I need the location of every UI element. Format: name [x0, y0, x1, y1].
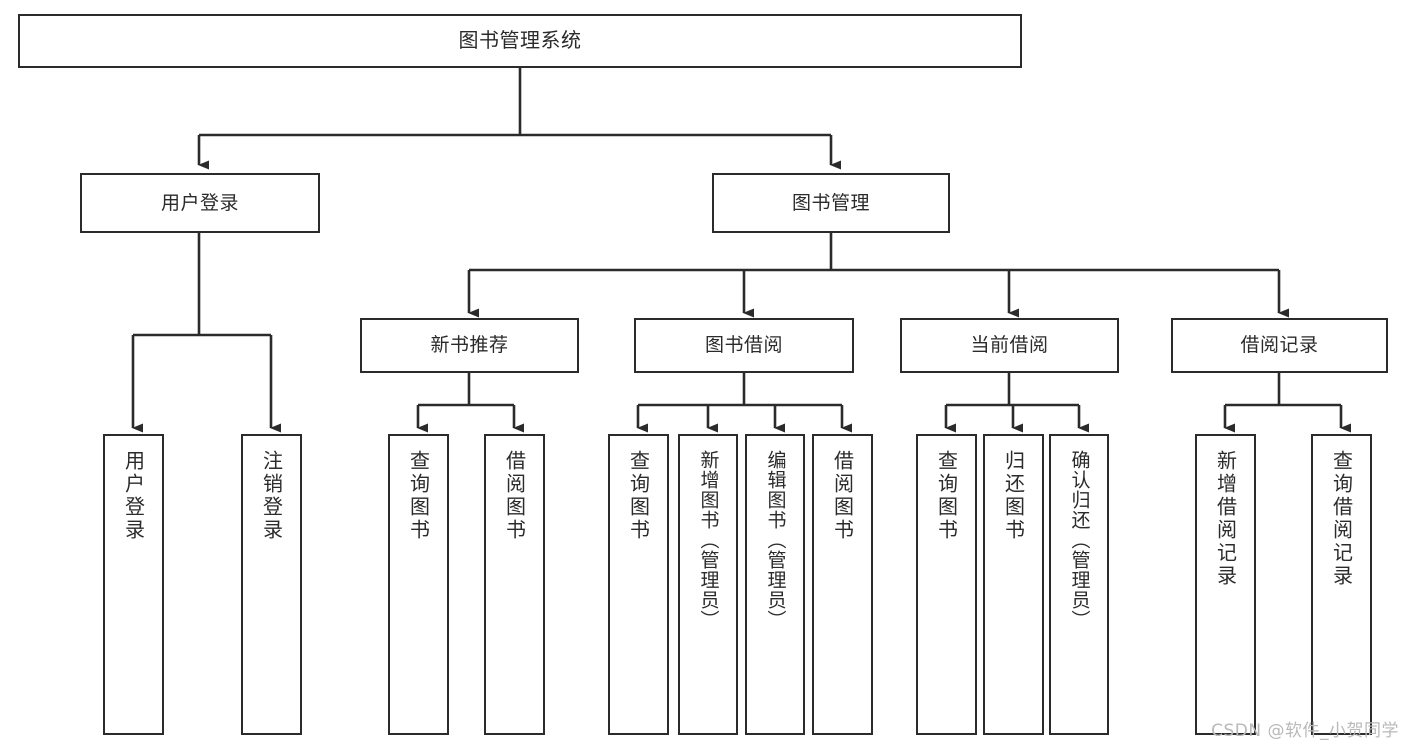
node-label: 当前借阅 — [970, 334, 1049, 357]
node-leaf-query-record[interactable]: 查询借阅记录 — [1311, 434, 1372, 735]
node-borrow-record[interactable]: 借阅记录 — [1171, 318, 1388, 373]
node-label: 用户登录 — [160, 191, 239, 214]
node-label: 图书管理系统 — [458, 28, 582, 53]
node-label: 查询借阅记录 — [1329, 450, 1354, 588]
node-label: 借阅记录 — [1240, 334, 1319, 357]
node-leaf-borrow-book-1[interactable]: 借阅图书 — [484, 434, 545, 735]
node-label: 查询图书 — [626, 450, 651, 542]
node-label: 借阅图书 — [502, 450, 527, 542]
node-book-management[interactable]: 图书管理 — [712, 173, 950, 233]
node-leaf-query-book-3[interactable]: 查询图书 — [916, 434, 977, 735]
node-label: 借阅图书 — [830, 450, 855, 542]
node-current-borrow[interactable]: 当前借阅 — [900, 318, 1119, 373]
node-leaf-add-record[interactable]: 新增借阅记录 — [1195, 434, 1256, 735]
node-label: 查询图书 — [934, 450, 959, 542]
node-label: 图书管理 — [791, 191, 870, 214]
node-leaf-logout-login[interactable]: 注销登录 — [241, 434, 302, 735]
node-label: 确认归还（管理员） — [1068, 450, 1091, 630]
node-user-login[interactable]: 用户登录 — [80, 173, 320, 233]
node-leaf-user-login[interactable]: 用户登录 — [103, 434, 164, 735]
node-new-book-recommend[interactable]: 新书推荐 — [360, 318, 579, 373]
node-leaf-return-book[interactable]: 归还图书 — [983, 434, 1044, 735]
node-leaf-edit-book[interactable]: 编辑图书（管理员） — [745, 434, 805, 735]
node-book-borrow[interactable]: 图书借阅 — [634, 318, 854, 373]
node-leaf-query-book-2[interactable]: 查询图书 — [608, 434, 669, 735]
node-label: 编辑图书（管理员） — [764, 450, 787, 630]
node-label: 新增图书（管理员） — [697, 450, 720, 630]
node-leaf-query-book-1[interactable]: 查询图书 — [388, 434, 449, 735]
node-root-book-management-system[interactable]: 图书管理系统 — [18, 14, 1022, 68]
node-label: 用户登录 — [121, 450, 146, 542]
node-label: 新增借阅记录 — [1213, 450, 1238, 588]
node-leaf-borrow-book-2[interactable]: 借阅图书 — [812, 434, 873, 735]
node-leaf-add-book[interactable]: 新增图书（管理员） — [678, 434, 738, 735]
node-label: 查询图书 — [406, 450, 431, 542]
node-label: 注销登录 — [259, 450, 284, 542]
node-label: 归还图书 — [1001, 450, 1026, 542]
node-label: 图书借阅 — [704, 334, 783, 357]
node-leaf-confirm-return[interactable]: 确认归还（管理员） — [1049, 434, 1109, 735]
node-label: 新书推荐 — [430, 334, 509, 357]
